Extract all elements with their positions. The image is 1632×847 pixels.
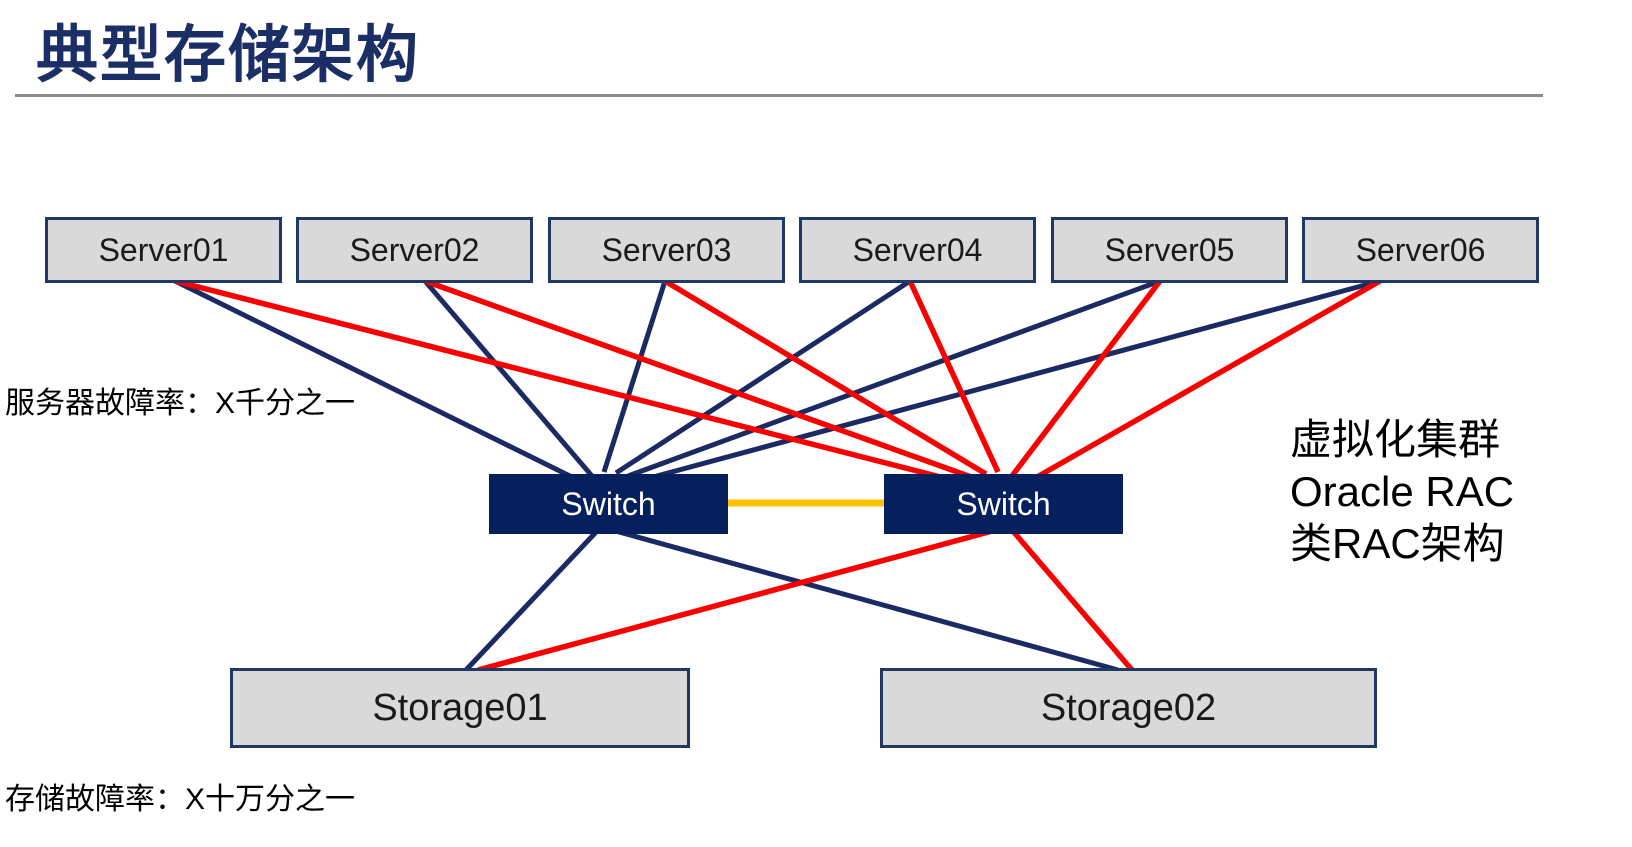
- node-switch-a: Switch: [489, 474, 728, 534]
- node-server05: Server05: [1051, 217, 1288, 283]
- cluster-architecture-note: 虚拟化集群 Oracle RAC 类RAC架构: [1290, 414, 1514, 570]
- link-server06-switch-b: [1028, 278, 1382, 484]
- slide-title: 典型存储架构: [36, 21, 421, 90]
- node-server04: Server04: [799, 217, 1036, 283]
- link-server05-switch-a: [627, 278, 1161, 479]
- link-switch-b-storage01: [477, 527, 997, 673]
- node-storage01: Storage01: [230, 668, 690, 748]
- link-server04-switch-b: [907, 279, 1001, 474]
- cluster-note-line-2: Oracle RAC: [1290, 468, 1515, 515]
- node-server06: Server06: [1302, 217, 1539, 283]
- node-switch-b: Switch: [884, 474, 1123, 534]
- node-server02: Server02: [296, 217, 533, 283]
- link-switch-a-storage02: [611, 527, 1119, 673]
- node-server01: Server01: [45, 217, 282, 283]
- link-switch-b-storage02: [1009, 528, 1135, 672]
- link-server05-switch-b: [1009, 279, 1163, 478]
- link-server04-switch-a: [614, 278, 912, 476]
- link-switch-a-storage01: [464, 528, 600, 672]
- server-failure-rate-note: 服务器故障率：X千分之一: [5, 387, 356, 420]
- link-server03-switch-a: [601, 280, 668, 473]
- link-server02-switch-a: [423, 279, 594, 478]
- cluster-note-line-3: 类RAC架构: [1290, 520, 1505, 567]
- node-server03: Server03: [548, 217, 785, 283]
- link-server06-switch-a: [641, 278, 1381, 483]
- title-divider: [15, 94, 1543, 97]
- link-server01-switch-b: [174, 278, 961, 485]
- link-server01-switch-a: [173, 278, 580, 483]
- link-server03-switch-b: [663, 278, 988, 477]
- storage-failure-rate-note: 存储故障率：X十万分之一: [5, 783, 356, 816]
- cluster-note-line-1: 虚拟化集群: [1290, 416, 1501, 463]
- link-server02-switch-b: [424, 278, 975, 481]
- node-storage02: Storage02: [880, 668, 1377, 748]
